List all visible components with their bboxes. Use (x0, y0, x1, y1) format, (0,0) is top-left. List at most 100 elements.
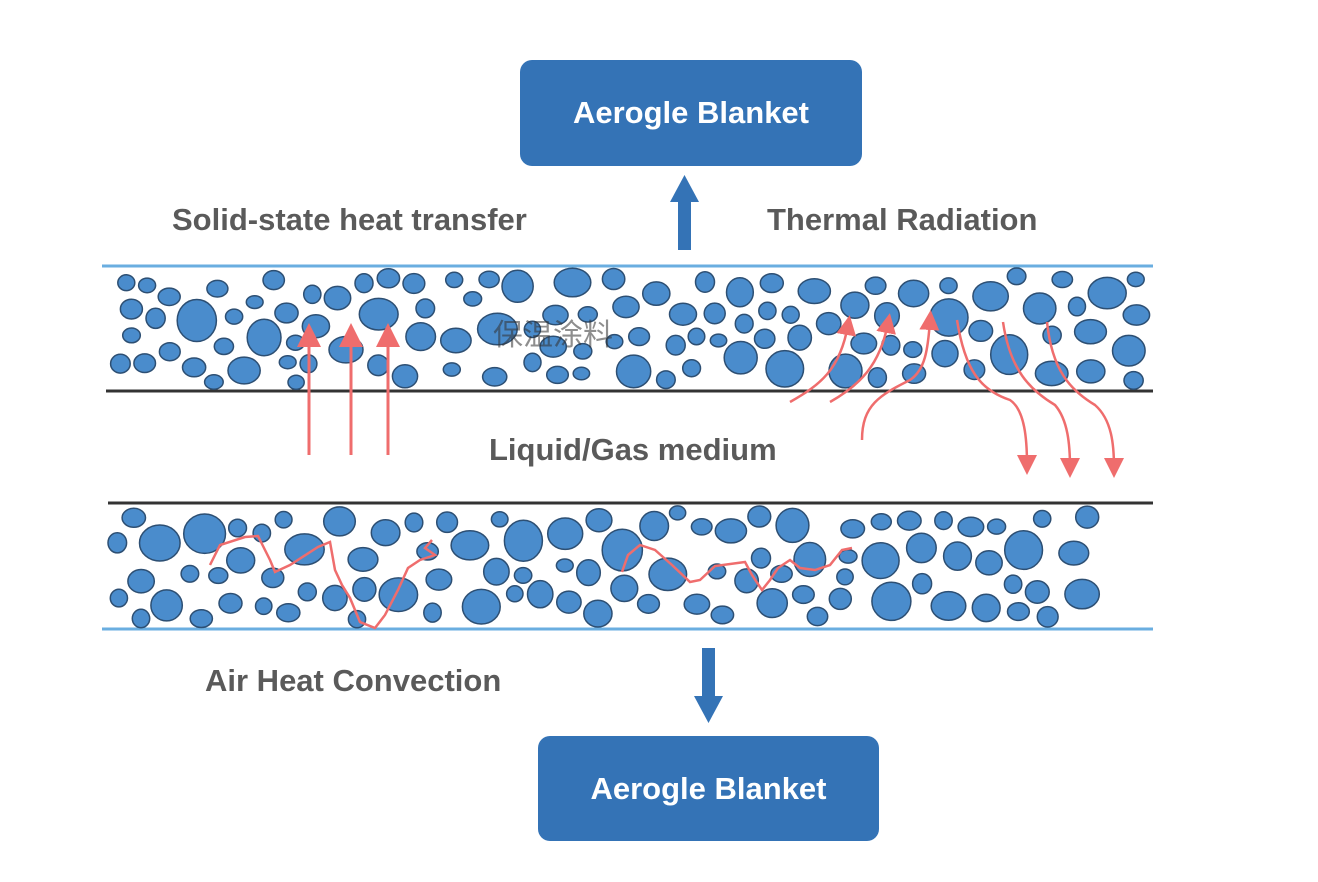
particle (523, 320, 542, 339)
particle (555, 558, 574, 573)
solid-state-heat-transfer-label: Solid-state heat transfer (172, 202, 527, 237)
particle (867, 367, 888, 389)
particle (439, 327, 472, 354)
particle (435, 511, 459, 534)
particle (1003, 574, 1023, 595)
particle (655, 370, 676, 390)
particle (553, 267, 592, 298)
particle (482, 557, 510, 586)
particle (526, 579, 554, 609)
particle (137, 277, 157, 294)
lower-layer-particles (107, 505, 1101, 629)
particle (815, 311, 842, 336)
particle (505, 585, 524, 603)
particle (402, 272, 426, 295)
particle (274, 510, 293, 529)
particle (423, 602, 442, 623)
air-heat-convection-label: Air Heat Convection (205, 663, 502, 698)
particle (227, 518, 248, 538)
particle (321, 584, 348, 612)
aerogel-blanket-bottom-label: Aerogle Blanket (590, 770, 827, 806)
particle (690, 517, 713, 536)
particle (665, 334, 686, 356)
particle (1087, 276, 1127, 310)
particle (989, 334, 1029, 376)
radiation-arrow-out (1001, 321, 1080, 478)
particle (158, 341, 181, 362)
particle (127, 568, 156, 594)
particle (612, 295, 640, 319)
particle (1051, 270, 1074, 289)
particle (972, 280, 1010, 312)
particle (121, 507, 147, 529)
aerogel-blanket-top-box: Aerogle Blanket (520, 60, 862, 166)
particle (182, 513, 227, 555)
particle (1111, 334, 1146, 367)
particle (1022, 292, 1057, 325)
particle (615, 354, 652, 389)
particle (930, 590, 967, 621)
particle (1126, 271, 1145, 288)
particle (376, 268, 401, 289)
particle (150, 589, 184, 622)
particle (781, 305, 800, 324)
particle (287, 374, 305, 391)
particle (601, 528, 644, 572)
liquid-gas-medium-label: Liquid/Gas medium (489, 432, 777, 467)
particle (931, 339, 959, 368)
radiation-arrow-in (789, 315, 857, 404)
particle (1003, 530, 1044, 571)
particle (513, 566, 533, 584)
particle (710, 605, 735, 625)
particle (180, 564, 200, 583)
particle (206, 279, 229, 298)
radiation-arrow-in (829, 313, 896, 404)
particle (545, 365, 570, 385)
radiation-arrow-out (955, 319, 1037, 475)
particle (425, 568, 453, 591)
particle (415, 298, 436, 319)
particle (1058, 540, 1090, 566)
particle (490, 510, 509, 528)
particle (224, 308, 244, 325)
particle (668, 302, 698, 326)
particle (573, 342, 593, 360)
particle (791, 585, 815, 605)
particle (1073, 318, 1108, 345)
air-convection-paths (208, 534, 853, 630)
particle (109, 588, 129, 608)
particle (378, 577, 419, 613)
particle (939, 277, 958, 295)
particle (1032, 509, 1052, 528)
particle (503, 519, 544, 563)
particle (227, 356, 261, 385)
particle (648, 557, 688, 592)
particle (864, 276, 887, 296)
particle (583, 599, 613, 628)
radiation-arrow-in (860, 310, 940, 441)
particle (957, 516, 985, 538)
convection-path (620, 543, 853, 593)
particle (806, 606, 829, 627)
particle (975, 549, 1003, 576)
particle (861, 541, 900, 580)
particle (942, 541, 973, 571)
particle (709, 333, 728, 348)
particle (546, 517, 584, 551)
particle (747, 505, 772, 528)
particle (358, 297, 399, 331)
particle (1067, 296, 1087, 317)
particle (871, 581, 912, 622)
particle (555, 590, 582, 614)
convection-path (208, 534, 438, 630)
particle (840, 291, 870, 320)
arrow-down-icon (694, 648, 723, 723)
particle (444, 271, 464, 289)
particle (641, 281, 671, 307)
particle (639, 510, 670, 542)
particle (840, 518, 866, 539)
particle (208, 567, 229, 585)
aerogel-blanket-bottom-box: Aerogle Blanket (538, 736, 879, 841)
particle (450, 529, 490, 561)
particle (119, 298, 144, 320)
